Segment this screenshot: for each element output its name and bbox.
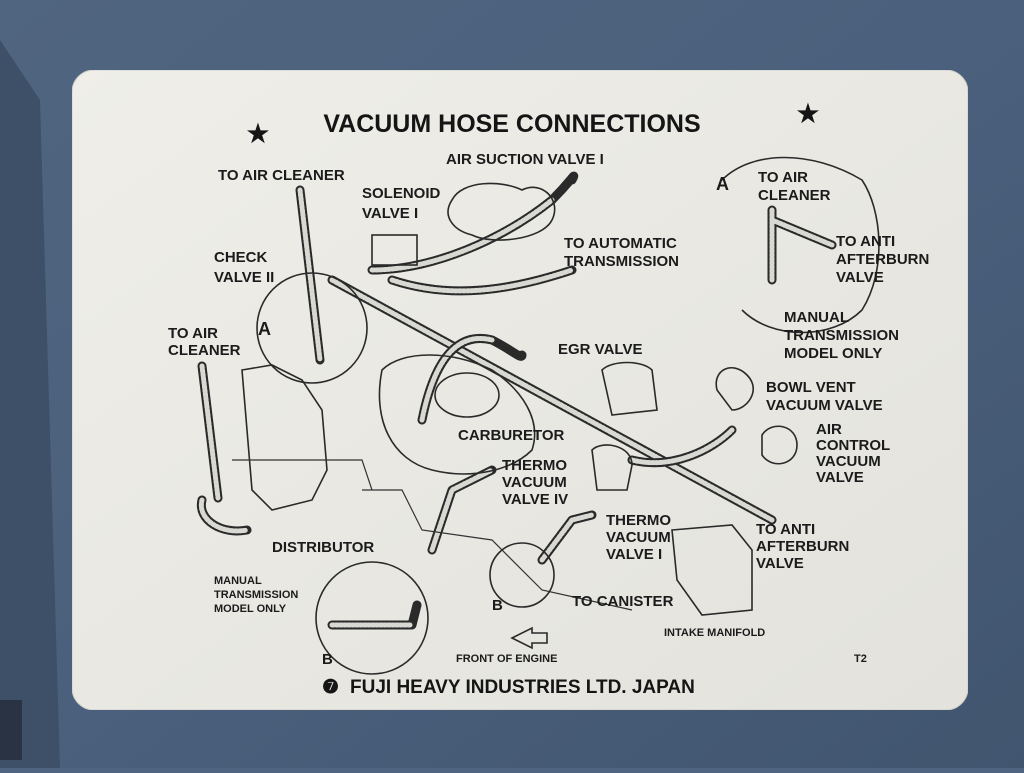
label-air-suction-valve: AIR SUCTION VALVE I — [446, 151, 604, 168]
label-bowl-vent-2: VACUUM VALVE — [766, 397, 883, 414]
engine-outline — [232, 182, 798, 616]
label-air-control-2: CONTROL — [816, 437, 890, 454]
label-egr-valve: EGR VALVE — [558, 341, 642, 358]
label-check-valve-2: VALVE II — [214, 269, 274, 286]
label-manual-b-2: TRANSMISSION — [214, 589, 298, 601]
fuji-logo-icon: ❼ — [322, 677, 339, 698]
label-thermo-i-1: THERMO — [606, 512, 671, 529]
label-to-air-cleaner-left-1: TO AIR — [168, 325, 218, 342]
bowl-vent-valve-body — [715, 366, 754, 411]
diagram-title: VACUUM HOSE CONNECTIONS — [323, 110, 700, 138]
marker-b-main: B — [492, 597, 503, 614]
thermo-valve-body — [591, 444, 633, 491]
inset-a-manual-2: TRANSMISSION — [784, 327, 899, 344]
label-bowl-vent-1: BOWL VENT — [766, 379, 856, 396]
label-air-control-4: VALVE — [816, 469, 864, 486]
intake-manifold-body — [671, 524, 753, 616]
inset-a-anti-3: VALVE — [836, 269, 884, 286]
panel-left-edge — [0, 40, 60, 768]
label-front-of-engine: FRONT OF ENGINE — [456, 653, 557, 665]
label-to-canister: TO CANISTER — [572, 593, 674, 610]
label-thermo-i-3: VALVE I — [606, 546, 662, 563]
label-code: T2 — [854, 653, 867, 665]
label-to-auto-trans-1b: TO AUTOMATIC — [564, 235, 677, 252]
inset-a-anti-1: TO ANTI — [836, 233, 895, 250]
label-air-control-3: VACUUM — [816, 453, 881, 470]
air-control-valve-body — [761, 425, 798, 465]
label-thermo-iv-3: VALVE IV — [502, 491, 568, 508]
solenoid-valve-body — [371, 234, 418, 266]
label-solenoid-1: SOLENOID — [362, 185, 441, 202]
label-to-anti-afterburn-1: TO ANTI — [756, 521, 815, 538]
inset-b-circle — [315, 561, 429, 675]
label-air-control-1: AIR — [816, 421, 842, 438]
footer-maker: FUJI HEAVY INDUSTRIES LTD. JAPAN — [350, 677, 695, 698]
inset-a-air-2: CLEANER — [758, 187, 831, 204]
star-right-icon: ★ — [797, 100, 820, 128]
air-suction-valve-body — [447, 182, 556, 241]
inset-a-air-1: TO AIR — [758, 169, 808, 186]
label-to-auto-trans-2: TRANSMISSION — [564, 253, 679, 270]
label-solenoid-2: VALVE I — [362, 205, 418, 222]
label-check-valve-1: CHECK — [214, 249, 268, 266]
label-to-anti-afterburn-2: AFTERBURN — [756, 538, 849, 555]
inset-a-manual-1: MANUAL — [784, 309, 849, 326]
inset-a-manual-3: MODEL ONLY — [784, 345, 882, 362]
label-thermo-iv-2: VACUUM — [502, 474, 567, 491]
label-diagram: ★ VACUUM HOSE CONNECTIONS ★ — [72, 70, 968, 710]
inset-a-marker: A — [716, 174, 729, 194]
star-left-icon: ★ — [247, 120, 270, 148]
label-manual-b-3: MODEL ONLY — [214, 603, 287, 615]
egr-valve-body — [601, 361, 658, 416]
label-thermo-iv-1: THERMO — [502, 457, 567, 474]
label-intake-manifold: INTAKE MANIFOLD — [664, 627, 765, 639]
label-to-air-cleaner-top: TO AIR CLEANER — [218, 167, 345, 184]
label-distributor: DISTRIBUTOR — [272, 539, 374, 556]
carburetor-body — [378, 354, 536, 475]
vacuum-hose-label: ★ VACUUM HOSE CONNECTIONS ★ — [72, 70, 968, 710]
label-to-air-cleaner-left-2: CLEANER — [168, 342, 241, 359]
label-carburetor: CARBURETOR — [458, 427, 565, 444]
marker-b-inset: B — [322, 651, 333, 668]
label-thermo-i-2: VACUUM — [606, 529, 671, 546]
inset-a-circle-small — [256, 272, 368, 384]
label-to-anti-afterburn-3: VALVE — [756, 555, 804, 572]
front-arrow-icon — [510, 626, 548, 650]
label-card-bg — [72, 70, 968, 710]
label-manual-b-1: MANUAL — [214, 575, 262, 587]
marker-a-left: A — [258, 319, 271, 339]
inset-a-anti-2: AFTERBURN — [836, 251, 929, 268]
distributor-body — [241, 364, 328, 511]
engine-manifold-line — [362, 489, 633, 611]
carburetor-throat — [434, 372, 500, 418]
panel-slot — [0, 700, 22, 760]
engine-pipe-line — [232, 459, 373, 491]
inset-b-main-circle — [489, 542, 555, 608]
inset-a-circle — [721, 156, 880, 334]
